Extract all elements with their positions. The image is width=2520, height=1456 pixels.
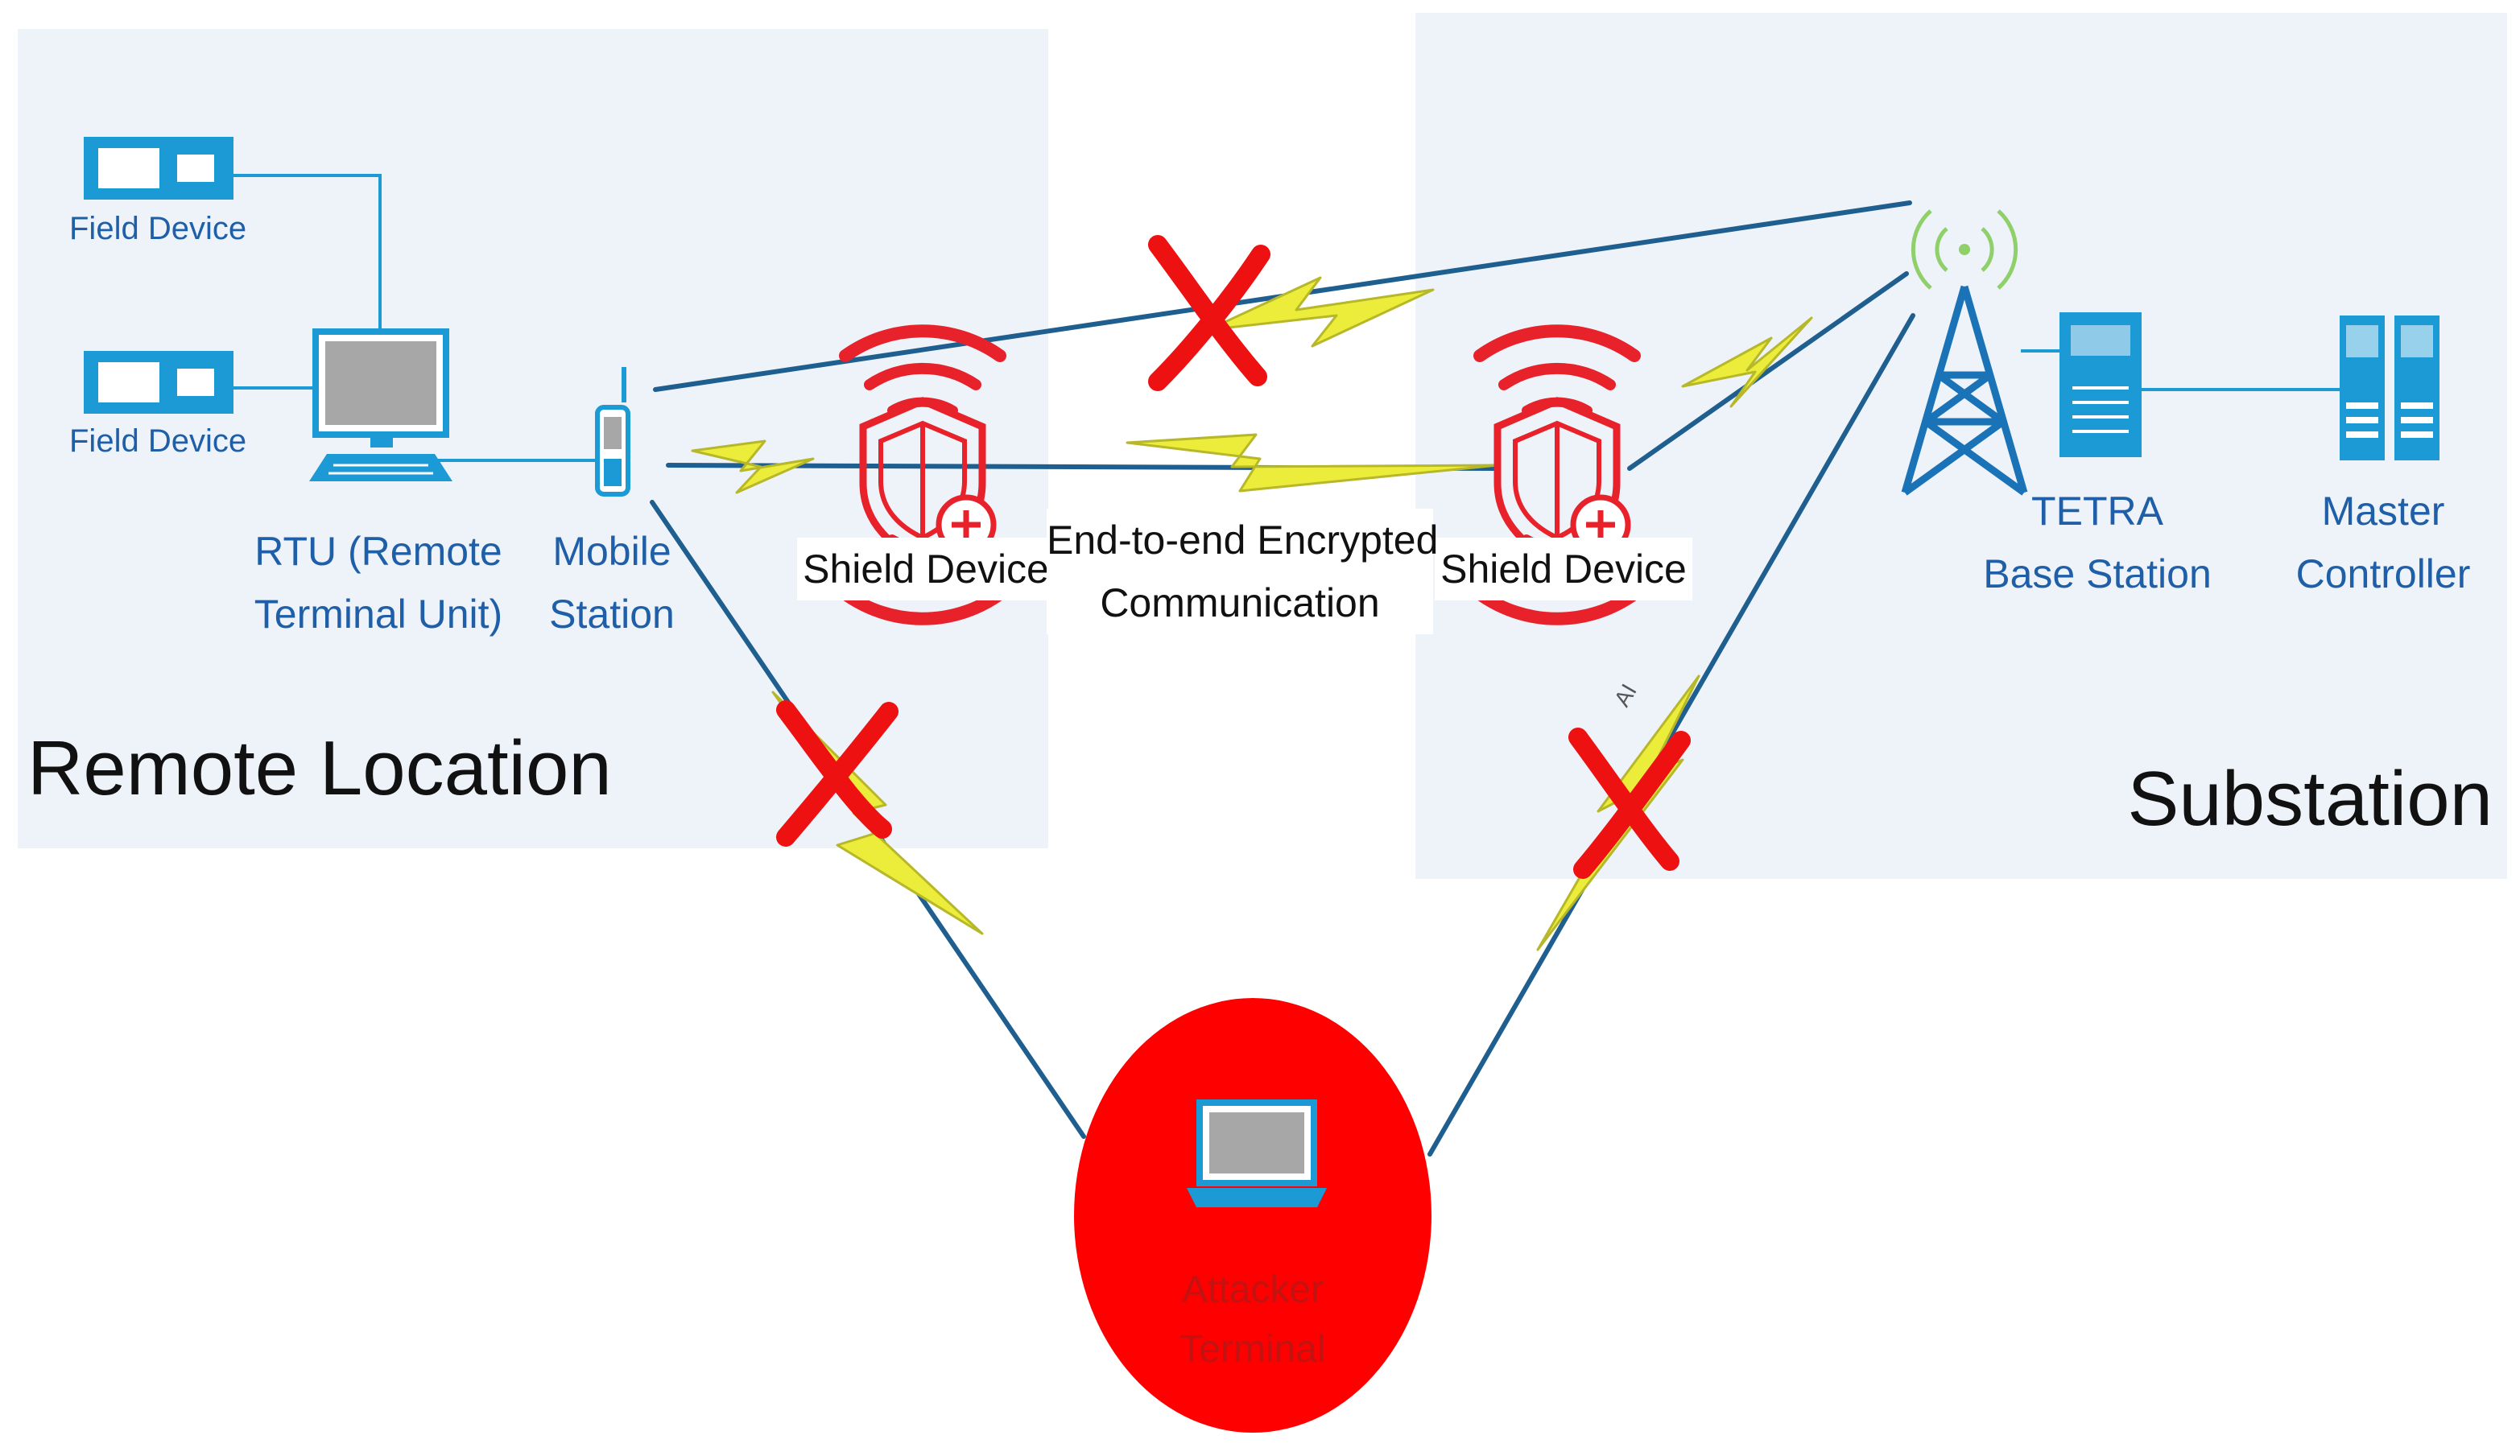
master-label-line1: Master	[2321, 489, 2445, 534]
encrypted-label-line1: End-to-end Encrypted	[1047, 518, 1439, 563]
field-device-label-1: Field Device	[69, 211, 247, 246]
lightning-right-small	[1681, 316, 1813, 408]
shield-device-label-left: Shield Device	[797, 538, 1055, 600]
lightning-left-small	[691, 439, 815, 494]
field-device-label-2: Field Device	[69, 423, 247, 459]
master-controller-label: Master Controller	[2270, 480, 2496, 605]
rtu-label-line1: RTU (Remote	[254, 529, 502, 574]
rtu-label-line2: Terminal Unit)	[254, 592, 503, 637]
tetra-label-line1: TETRA	[2031, 489, 2163, 534]
antenna-tower-icon	[1901, 285, 2028, 496]
encrypted-label-line2: Communication	[1100, 580, 1380, 625]
server-icon	[2059, 312, 2142, 457]
computer-icon	[309, 328, 452, 481]
attacker-circle	[1074, 998, 1431, 1433]
red-x-icon	[1148, 235, 1270, 391]
laptop-icon	[1187, 1099, 1327, 1207]
encrypted-communication-label: End-to-end Encrypted Communication	[1047, 509, 1439, 634]
red-x-icon	[776, 700, 899, 847]
attacker-label-line1: Attacker	[1181, 1268, 1324, 1311]
mobile-station-label-line2: Station	[549, 592, 675, 637]
field-device-icon	[84, 351, 233, 414]
remote-location-title: Remote Location	[27, 725, 612, 811]
lightning-top	[1206, 276, 1435, 348]
signal-waves-icon	[1911, 209, 2018, 290]
red-x-icon	[1568, 728, 1691, 879]
mobile-station-label-line1: Mobile	[552, 529, 671, 574]
server-rack-icon	[2340, 316, 2439, 460]
tetra-label-line2: Base Station	[1983, 551, 2212, 596]
tetra-base-station-label: TETRA Base Station	[1964, 480, 2230, 605]
attacker-terminal-label: Attacker Terminal	[1127, 1260, 1378, 1380]
mobile-station-label: Mobile Station	[531, 520, 692, 646]
radio-handset-icon	[595, 367, 630, 497]
substation-title: Substation	[2127, 756, 2493, 842]
rtu-label: RTU (Remote Terminal Unit)	[242, 520, 515, 646]
shield-device-label-right: Shield Device	[1435, 538, 1692, 600]
attacker-label-line2: Terminal	[1179, 1328, 1326, 1371]
master-label-line2: Controller	[2295, 551, 2471, 596]
field-device-icon	[84, 137, 233, 200]
wired-links	[232, 174, 2340, 462]
